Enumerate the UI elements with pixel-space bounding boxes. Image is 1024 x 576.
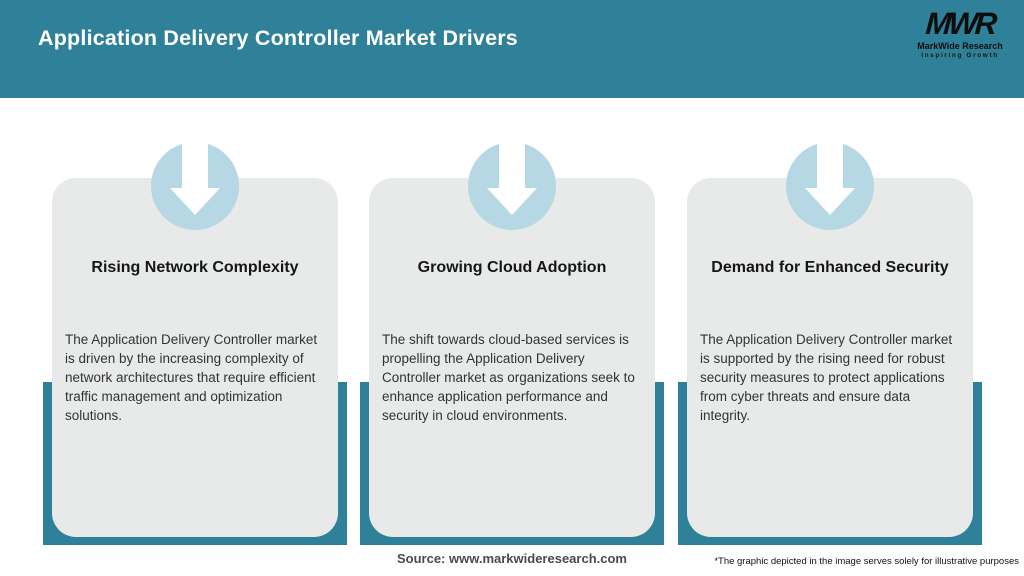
page-title: Application Delivery Controller Market D… — [38, 26, 518, 50]
driver-card — [687, 178, 973, 537]
markwide-research-logo: MWR MarkWide Research Inspiring Growth — [910, 6, 1010, 59]
logo-company-name: MarkWide Research — [917, 41, 1003, 51]
card-title: Demand for Enhanced Security — [711, 259, 949, 276]
driver-card — [369, 178, 655, 537]
source-attribution: Source: www.markwideresearch.com — [396, 551, 627, 566]
disclaimer-note: *The graphic depicted in the image serve… — [714, 556, 1019, 567]
header-bar: Application Delivery Controller Market D… — [0, 0, 1024, 98]
down-arrow-icon — [182, 127, 208, 189]
card-title: Growing Cloud Adoption — [417, 259, 607, 276]
down-arrow-icon — [170, 188, 220, 215]
down-arrow-icon — [805, 188, 855, 215]
down-arrow-icon — [487, 188, 537, 215]
card-body-text: The Application Delivery Controller mark… — [700, 332, 953, 423]
down-arrow-icon — [499, 127, 525, 189]
down-arrow-icon — [817, 127, 843, 189]
card-body-text: The shift towards cloud-based services i… — [382, 332, 635, 423]
driver-column-3: Demand for Enhanced Security The Applica… — [678, 0, 982, 576]
driver-card — [52, 178, 338, 537]
driver-column-2: Growing Cloud Adoption The shift towards… — [360, 0, 664, 576]
driver-column-1: Rising Network Complexity The Applicatio… — [43, 0, 347, 576]
logo-tagline: Inspiring Growth — [921, 52, 999, 59]
card-title: Rising Network Complexity — [91, 259, 299, 276]
card-body-text: The Application Delivery Controller mark… — [65, 332, 318, 423]
